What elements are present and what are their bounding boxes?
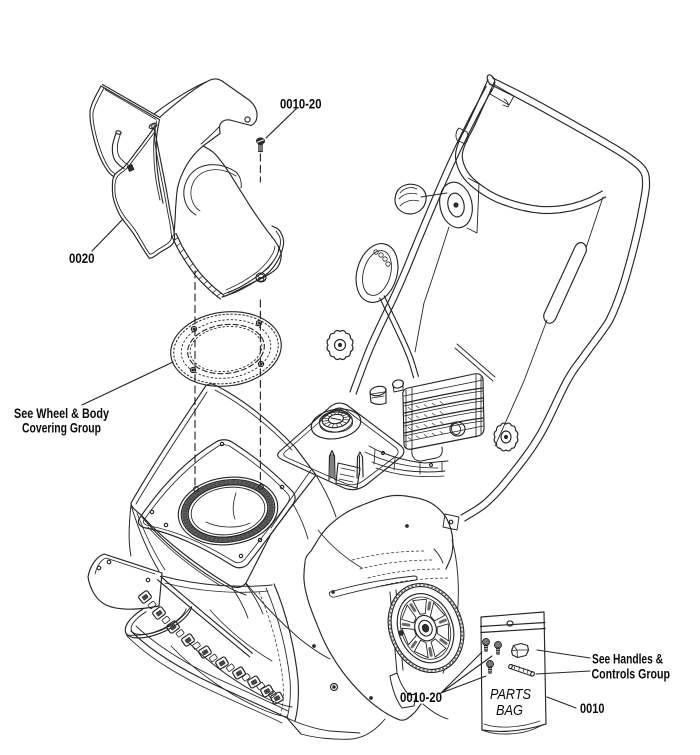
svg-text:Covering Group: Covering Group <box>22 421 101 436</box>
svg-text:0020: 0020 <box>69 251 95 266</box>
svg-text:0010-20: 0010-20 <box>280 97 322 112</box>
svg-text:PARTS: PARTS <box>490 687 531 703</box>
svg-text:See Handles &: See Handles & <box>592 652 663 667</box>
svg-text:Controls Group: Controls Group <box>592 667 671 682</box>
svg-text:BAG: BAG <box>496 703 523 719</box>
svg-text:0010: 0010 <box>580 701 605 716</box>
svg-text:See Wheel & Body: See Wheel & Body <box>14 406 109 421</box>
svg-text:0010-20: 0010-20 <box>400 690 442 705</box>
